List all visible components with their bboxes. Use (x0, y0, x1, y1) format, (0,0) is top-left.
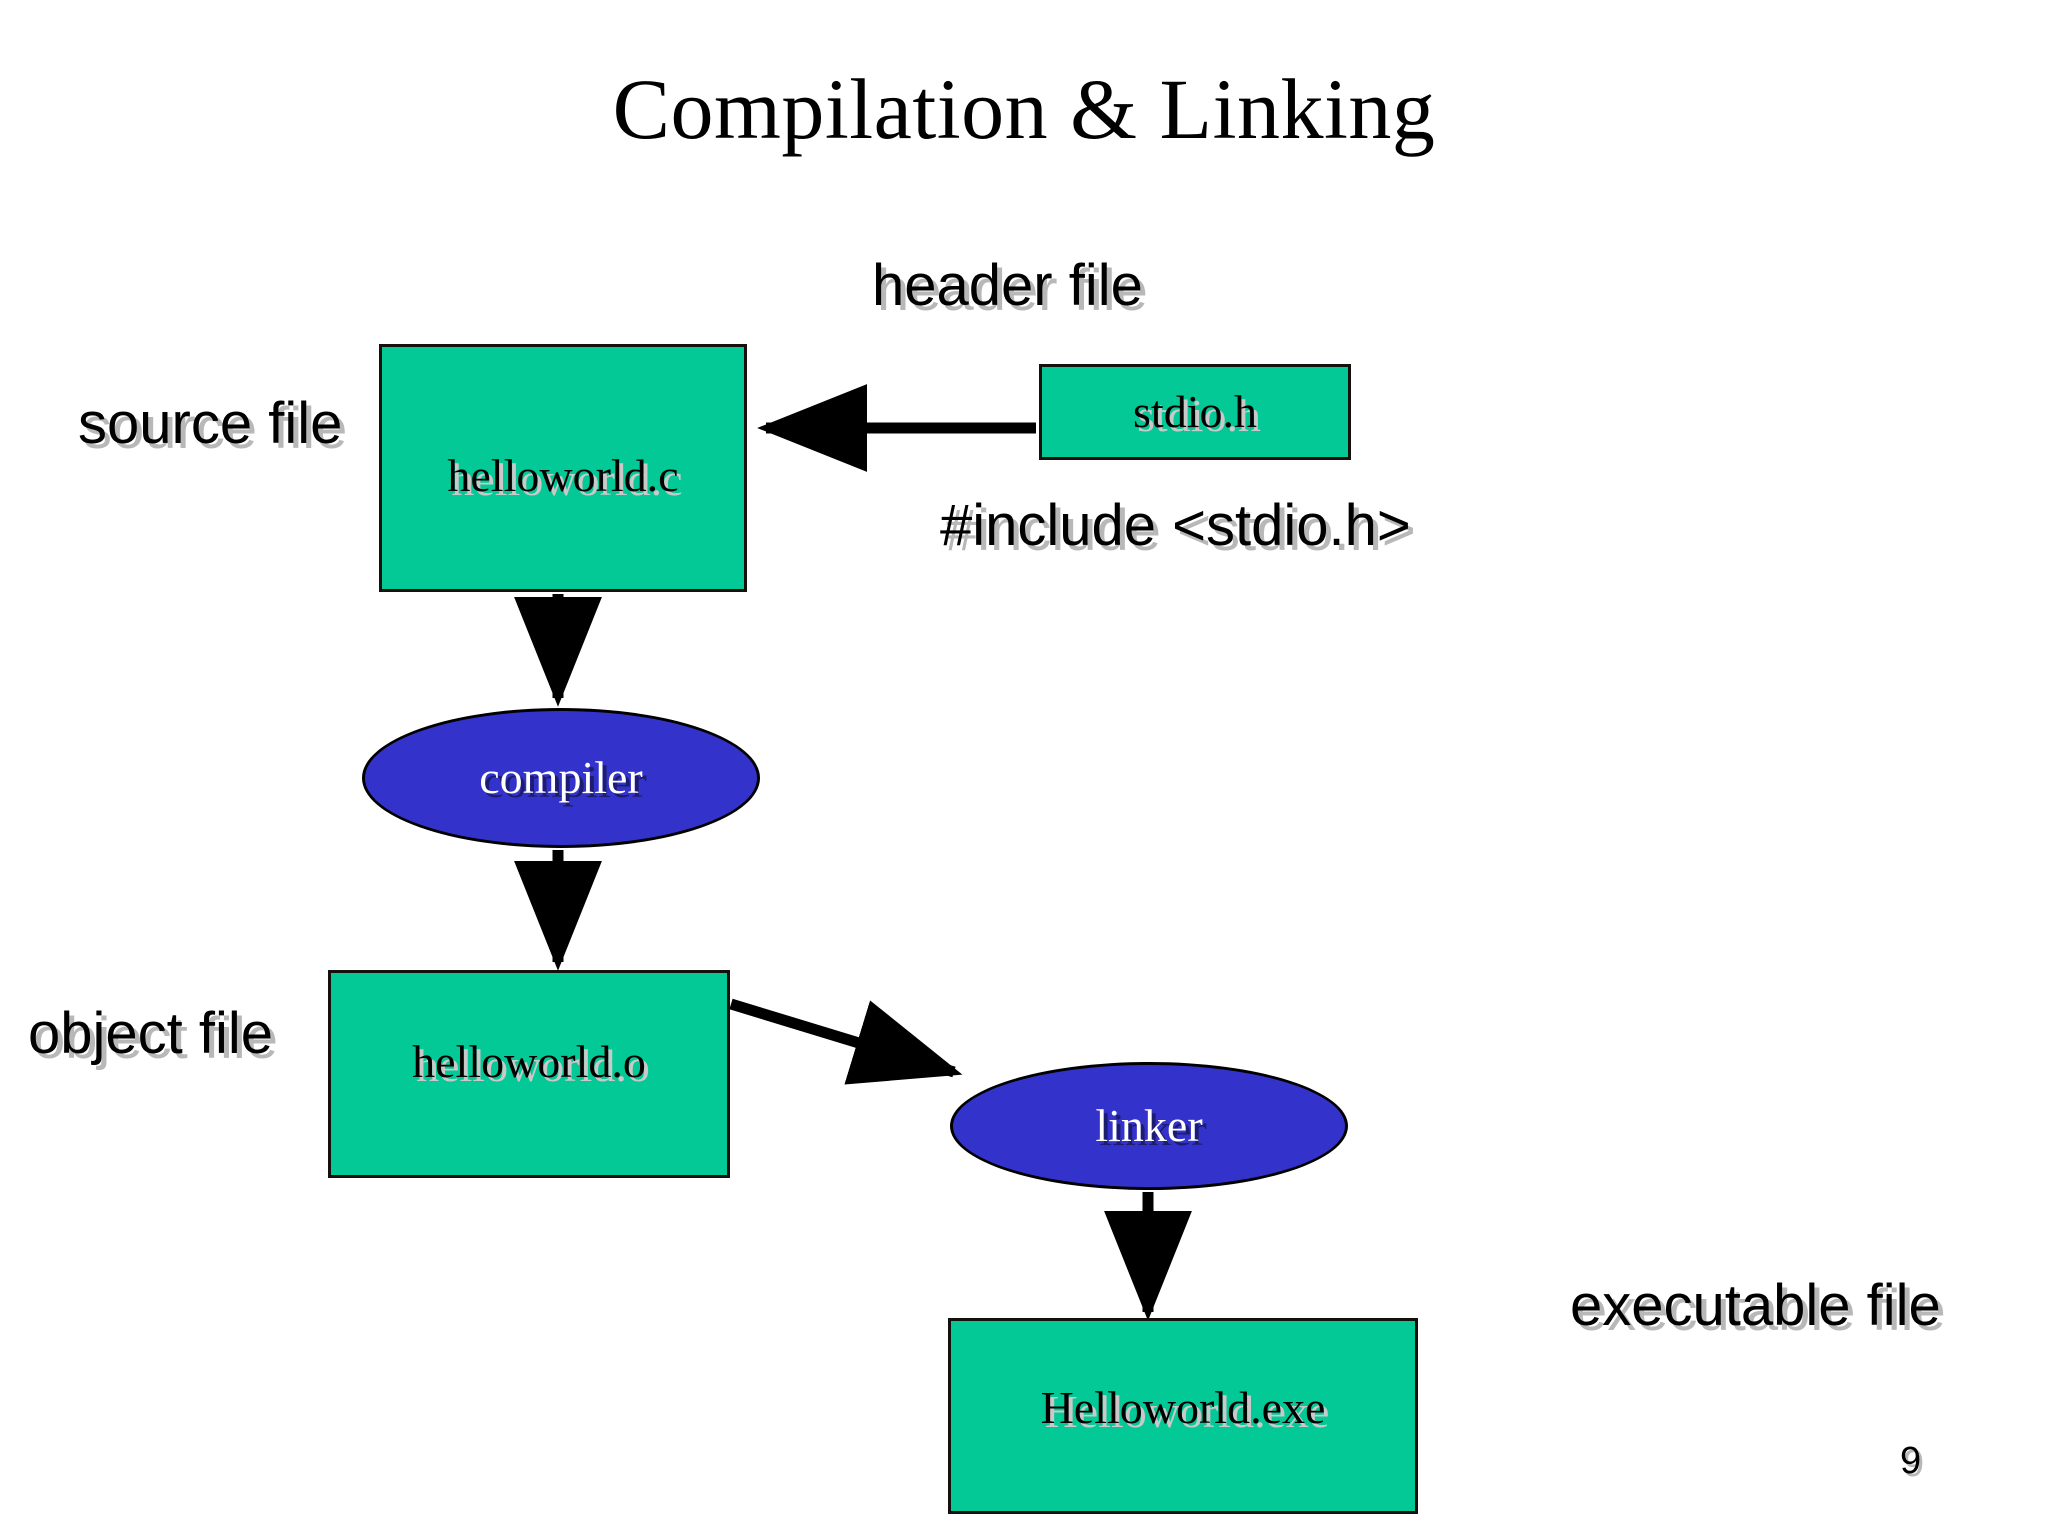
label-header-file: header file (872, 253, 1143, 318)
node-object-file-box: helloworld.o (328, 970, 730, 1178)
node-compiler-label: compiler (479, 752, 643, 803)
node-source-file-box: helloworld.c (379, 344, 747, 592)
label-executable-file: executable file (1570, 1273, 1941, 1338)
node-executable-file-box: Helloworld.exe (948, 1318, 1418, 1514)
node-linker-ellipse: linker (950, 1062, 1348, 1190)
node-header-file-box: stdio.h (1039, 364, 1351, 460)
page-title: Compilation & Linking (612, 61, 1436, 157)
node-header-file-label: stdio.h (1133, 386, 1257, 437)
node-object-file-label: helloworld.o (412, 1036, 646, 1087)
label-object-file: object file (28, 1001, 274, 1066)
node-linker-label: linker (1095, 1100, 1203, 1151)
label-source-file: source file (78, 391, 343, 456)
arrow-object-to-linker (729, 998, 963, 1085)
node-source-file-label: helloworld.c (447, 450, 679, 501)
page-number: 9 (1900, 1440, 1922, 1482)
node-compiler-ellipse: compiler (362, 708, 760, 848)
node-executable-file-label: Helloworld.exe (1040, 1382, 1326, 1433)
label-include-directive: #include <stdio.h> (940, 493, 1411, 558)
